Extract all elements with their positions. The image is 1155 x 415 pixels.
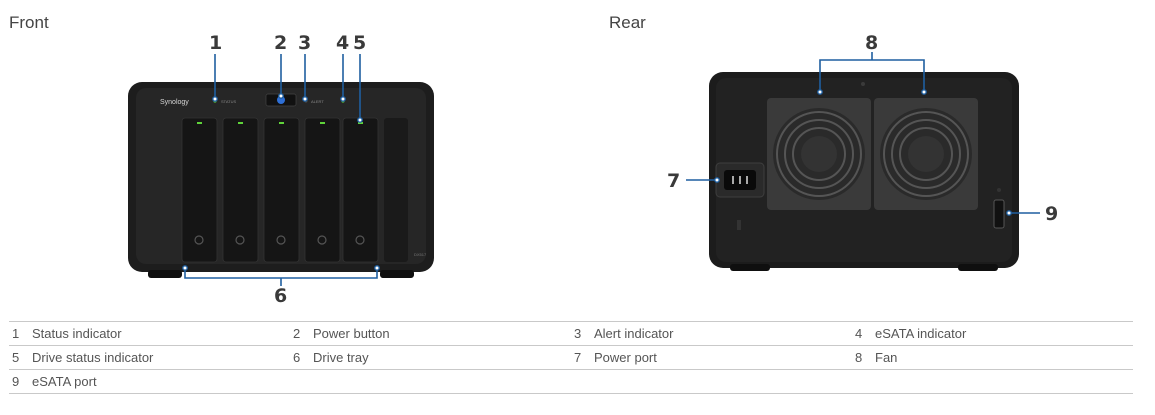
callout-6: 6: [274, 285, 288, 307]
legend-num: 9: [12, 374, 20, 389]
legend-num: 7: [574, 350, 582, 365]
drive-tray-5: [342, 117, 379, 263]
rear-foot-left: [730, 264, 770, 271]
rear-fan-left: [767, 98, 871, 210]
rear-foot-right: [958, 264, 998, 271]
callout-4: 4: [336, 32, 350, 54]
legend-label: Power button: [313, 326, 390, 341]
legend-num: 4: [855, 326, 863, 341]
front-brand: Synology: [160, 99, 189, 106]
drive-tray-1: [181, 117, 218, 263]
rear-callout-lines: [686, 52, 1040, 214]
callout-1: 1: [209, 32, 223, 54]
alert-led-label: ALERT: [311, 99, 324, 104]
legend-label: eSATA indicator: [875, 326, 967, 341]
front-device-illustration: Synology STATUS ALERT DX517: [128, 52, 1040, 286]
callout-3: 3: [298, 32, 312, 54]
callout-5: 5: [353, 32, 367, 54]
front-side-panel: [384, 118, 408, 262]
legend-label: Status indicator: [32, 326, 122, 341]
legend-label: Fan: [875, 350, 898, 365]
legend-label: Drive tray: [313, 350, 369, 365]
callout-7: 7: [667, 170, 681, 192]
front-model: DX517: [414, 252, 427, 257]
drive-trays: [181, 117, 379, 263]
callout-9: 9: [1045, 203, 1059, 225]
legend-label: Power port: [594, 350, 657, 365]
front-foot-right: [380, 270, 414, 278]
legend-item: 9 eSATA port: [9, 374, 290, 389]
drive-status-leds: [197, 122, 363, 124]
legend-item: 5 Drive status indicator: [9, 350, 290, 365]
legend-item: 1 Status indicator: [9, 326, 290, 341]
front-title: Front: [9, 13, 49, 32]
legend-num: 5: [12, 350, 20, 365]
legend-item: 6 Drive tray: [290, 350, 571, 365]
legend-table: 1 Status indicator 2 Power button 3 Alert i…: [9, 321, 1133, 394]
legend-item: 3 Alert indicator: [571, 326, 852, 341]
drive-tray-3: [263, 117, 300, 263]
legend-item: 8 Fan: [852, 350, 1133, 365]
front-foot-left: [148, 270, 182, 278]
legend-label: eSATA port: [32, 374, 97, 389]
legend-num: 1: [12, 326, 20, 341]
legend-row: 9 eSATA port: [9, 369, 1133, 394]
legend-label: Alert indicator: [594, 326, 674, 341]
drive-tray-latches: [194, 235, 365, 245]
drive-tray-2: [222, 117, 259, 263]
front-callout-dots: [182, 93, 380, 271]
front-callout-lines: [184, 54, 378, 286]
status-led-label: STATUS: [221, 99, 237, 104]
legend-item: 4 eSATA indicator: [852, 326, 1133, 341]
legend-row: 1 Status indicator 2 Power button 3 Alert i…: [9, 321, 1133, 345]
legend-item: 7 Power port: [571, 350, 852, 365]
legend-row: 5 Drive status indicator 6 Drive tray 7 Pow…: [9, 345, 1133, 369]
callout-2: 2: [274, 32, 288, 54]
legend-label: Drive status indicator: [32, 350, 154, 365]
rear-callout-dots: [714, 89, 1012, 216]
legend-item: 2 Power button: [290, 326, 571, 341]
legend-num: 8: [855, 350, 863, 365]
rear-title: Rear: [609, 13, 646, 32]
callout-8: 8: [865, 32, 879, 54]
rear-fan-right: [874, 98, 978, 210]
legend-num: 3: [574, 326, 582, 341]
legend-num: 6: [293, 350, 301, 365]
esata-port: [993, 199, 1005, 229]
legend-num: 2: [293, 326, 301, 341]
drive-tray-4: [304, 117, 341, 263]
